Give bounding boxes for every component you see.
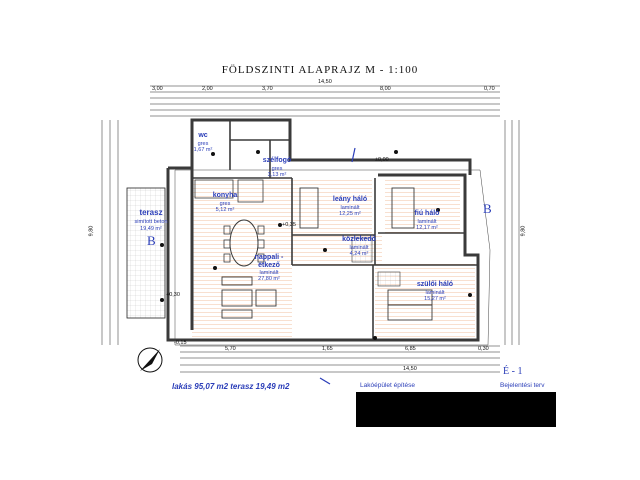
top-dim-3: 8,00 <box>380 86 391 92</box>
room-szelfogo-floor: gres <box>271 166 283 172</box>
level-2: +0,30 <box>166 292 180 298</box>
left-total-dimension: 9,80 <box>88 225 95 237</box>
room-nappali-floor: laminált <box>259 270 279 276</box>
redacted-title-block <box>356 392 556 427</box>
bottom-dim-0: 5,70 <box>225 346 236 352</box>
room-leany-floor: laminált <box>340 205 360 211</box>
section-label-left: B <box>147 233 156 248</box>
room-leany-name: leány háló <box>332 196 368 203</box>
room-terasz-floor: simított beton <box>134 219 168 225</box>
level-0: ±0,00 <box>375 157 389 163</box>
room-szelfogo-name: szélfogó <box>262 157 292 164</box>
section-markers <box>319 147 356 385</box>
section-label-bottom: É - 1 <box>503 366 523 377</box>
top-total-dimension: 14,50 <box>318 79 332 85</box>
room-kozlekedo-floor: laminált <box>349 245 369 251</box>
project-label: Lakóépület építése <box>360 382 415 389</box>
top-dim-4: 0,70 <box>484 86 495 92</box>
bottom-total-dimension: 14,50 <box>403 366 417 372</box>
room-kozlekedo-area: 4,24 m² <box>349 251 369 257</box>
room-szelfogo-area: 3,13 m² <box>267 172 287 178</box>
level-markers <box>160 150 472 340</box>
top-dim-2: 3,70 <box>262 86 273 92</box>
bottom-dim-1: 1,65 <box>322 346 333 352</box>
level-3: -0,15 <box>174 340 187 346</box>
top-dim-1: 2,00 <box>202 86 213 92</box>
kitchen-counter <box>194 179 234 199</box>
room-konyha-name: konyha <box>212 192 238 199</box>
room-fiu-floor: laminált <box>417 219 437 225</box>
room-fiu-area: 12,17 m² <box>416 225 438 231</box>
bottom-dim-3: 0,30 <box>478 346 489 352</box>
room-terasz-name: terasz <box>139 208 163 217</box>
room-fiu-name: fiú háló <box>414 210 440 217</box>
section-label-right: B <box>483 201 492 216</box>
beds <box>299 187 433 321</box>
area-summary: lakás 95,07 m2 terasz 19,49 m2 <box>172 382 290 391</box>
room-wc-name: wc <box>198 132 208 139</box>
boy-room-hatch <box>385 175 460 233</box>
room-szuloi-area: 15,27 m² <box>424 296 446 302</box>
room-nappali-area: 27,80 m² <box>258 276 280 282</box>
room-terasz-area: 19,49 m² <box>140 226 162 232</box>
living-room-hatch <box>192 178 292 338</box>
top-dim-0: 3,00 <box>152 86 163 92</box>
room-leany-area: 12,25 m² <box>339 211 361 217</box>
inner-walls <box>192 120 478 340</box>
bottom-dimension-lines <box>180 345 500 373</box>
bottom-dim-2: 6,85 <box>405 346 416 352</box>
terrace-area <box>126 187 166 319</box>
room-szuloi-name: szülői háló <box>416 281 454 288</box>
top-dimension-lines <box>150 85 500 117</box>
level-1: +0,35 <box>282 222 296 228</box>
sofa-set <box>221 276 277 319</box>
plan-type-label: Bejelentési terv <box>500 382 545 389</box>
room-wc-area: 1,67 m² <box>193 147 213 153</box>
walls <box>166 118 480 342</box>
side-dimension-lines <box>101 120 520 345</box>
room-konyha-area: 5,12 m² <box>215 207 235 213</box>
north-arrow-icon <box>137 347 163 373</box>
girl-room-hatch <box>292 180 372 235</box>
room-konyha-floor: gres <box>219 201 231 207</box>
plan-title: FÖLDSZINTI ALAPRAJZ M - 1:100 <box>221 64 419 76</box>
room-szuloi-floor: laminált <box>425 290 445 296</box>
room-nappali-name: nappali - étkező <box>254 254 284 269</box>
right-total-dimension: 9,80 <box>520 225 527 237</box>
dining-chairs <box>223 225 265 263</box>
room-kozlekedo-name: közlekedő <box>342 236 376 243</box>
room-wc-floor: gres <box>197 141 209 147</box>
